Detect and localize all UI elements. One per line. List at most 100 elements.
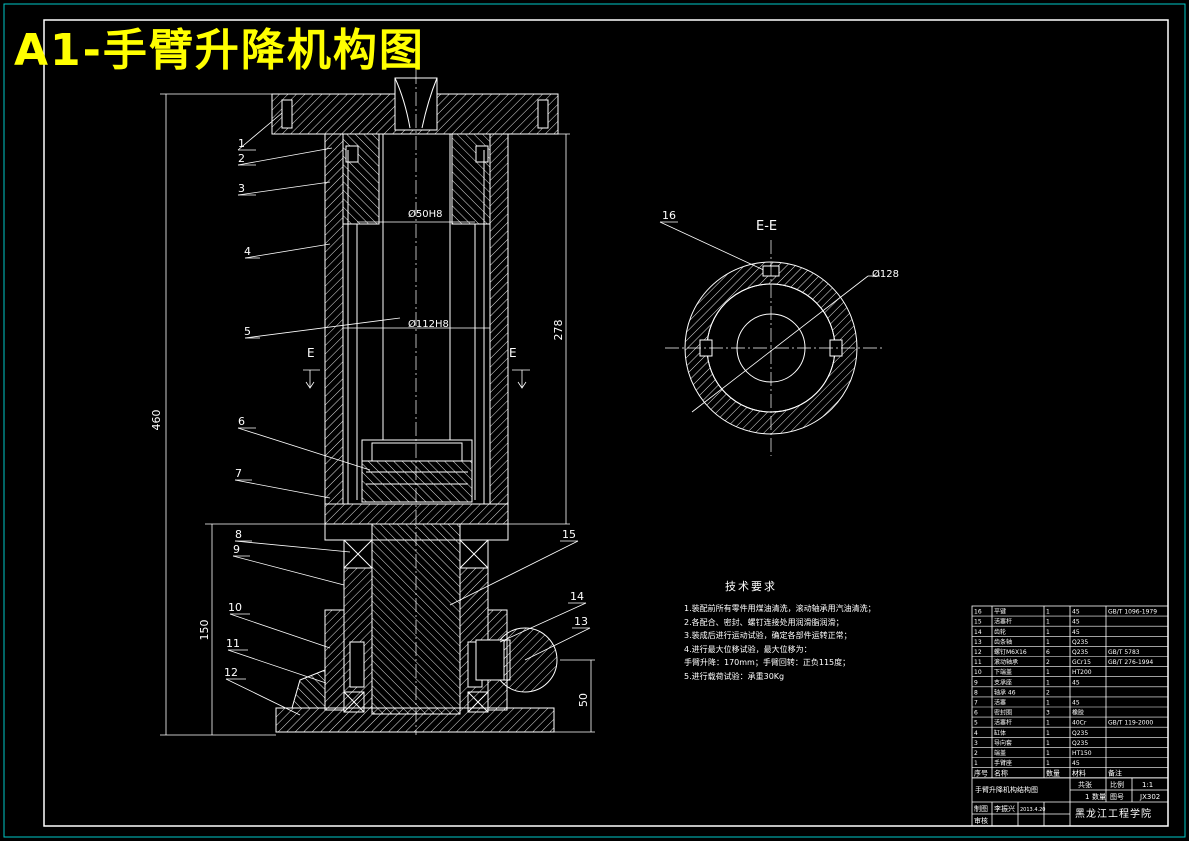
section-label: E-E (756, 219, 777, 234)
callout-10: 10 (228, 601, 242, 614)
parts-cell: 支承座 (994, 678, 1012, 686)
parts-cell: 平键 (994, 608, 1006, 616)
parts-cell: 1 (1046, 740, 1050, 747)
parts-cell: 2 (1046, 659, 1050, 666)
inner-border (43, 19, 1169, 827)
parts-cell: 12 (974, 649, 982, 656)
drawer-name: 李振兴 (994, 804, 1015, 813)
main-view-dimensions (160, 93, 595, 736)
parts-cell: 1 (1046, 700, 1050, 707)
parts-cell: 45 (1072, 700, 1080, 707)
parts-cell: 8 (974, 689, 978, 696)
number-value: JX302 (1139, 793, 1160, 801)
callout-11: 11 (226, 637, 240, 650)
parts-cell: 1 (1046, 669, 1050, 676)
section-view-texts: E-E Ø128 (756, 219, 899, 280)
callout-2: 2 (238, 152, 245, 165)
parts-cell: Q235 (1072, 740, 1088, 747)
callout-5: 5 (244, 325, 251, 338)
part-callouts: 1 2 3 4 5 6 7 8 9 10 11 12 13 14 15 16 (224, 112, 769, 716)
section-view-ee (665, 240, 885, 456)
drawing-name: 手臂升降机构结构图 (975, 785, 1038, 794)
dim-460: 460 (150, 410, 163, 431)
parts-cell: 7 (974, 700, 978, 707)
parts-cell: HT150 (1072, 750, 1092, 757)
parts-cell: 下端盖 (994, 668, 1012, 676)
sheet-count: 1 (1085, 793, 1089, 801)
dim-150: 150 (198, 620, 211, 641)
parts-cell: 1 (974, 760, 978, 767)
parts-cell: 45 (1072, 760, 1080, 767)
parts-cell: 滚动轴承 (994, 658, 1018, 666)
callout-13: 13 (574, 615, 588, 628)
main-assembly-view (271, 70, 559, 735)
parts-cell: 1 (1046, 750, 1050, 757)
parts-cell: 橡胶 (1072, 709, 1084, 717)
section-mark-left: E (307, 346, 315, 360)
parts-cell: 1 (1046, 609, 1050, 616)
callout-3: 3 (238, 182, 245, 195)
parts-cell: 活塞杆 (994, 719, 1012, 727)
checked-label: 审核 (974, 816, 988, 825)
parts-cell: 活塞杆 (994, 618, 1012, 626)
parts-cell: 15 (974, 619, 982, 626)
callout-15: 15 (562, 528, 576, 541)
callout-8: 8 (235, 528, 242, 541)
drawn-label: 制图 (974, 804, 988, 813)
parts-cell: 3 (1046, 710, 1050, 717)
parts-cell: 导向套 (994, 739, 1012, 747)
parts-cell: 6 (974, 710, 978, 717)
dim-d112: Ø112H8 (408, 318, 449, 330)
tech-requirements-heading: 技术要求 (725, 580, 777, 593)
parts-cell: 2 (1046, 689, 1050, 696)
parts-cell: 40Cr (1072, 720, 1087, 727)
parts-cell: 11 (974, 659, 982, 666)
parts-cell: 45 (1072, 609, 1080, 616)
parts-header-cell: 序号 (974, 769, 988, 778)
callout-6: 6 (238, 415, 245, 428)
school-name: 黑龙江工程学院 (1075, 809, 1152, 820)
page-title: A1-手臂升降机构图 (14, 25, 425, 76)
tech-item: 2.各配合、密封、螺钉连接处用润滑脂润滑； (684, 617, 844, 627)
parts-cell: 6 (1046, 649, 1050, 656)
callout-16: 16 (662, 209, 676, 222)
parts-cell: 活塞 (994, 699, 1006, 707)
parts-cell: 缸体 (994, 729, 1006, 737)
parts-cell: 手臂座 (994, 759, 1012, 767)
number-label: 图号 (1110, 793, 1124, 801)
outer-border (3, 3, 1186, 838)
parts-cell: 45 (1072, 629, 1080, 636)
parts-cell: 1 (1046, 679, 1050, 686)
qty-label: 数量 (1092, 792, 1106, 801)
dim-50: 50 (577, 693, 590, 707)
parts-cell: 13 (974, 639, 982, 646)
dim-278: 278 (552, 320, 565, 341)
parts-cell: 1 (1046, 619, 1050, 626)
parts-cell: 1 (1046, 720, 1050, 727)
section-mark-right: E (509, 346, 517, 360)
parts-cell: GB/T 5783 (1108, 649, 1140, 656)
parts-cell: 14 (974, 629, 982, 636)
parts-cell: 1 (1046, 629, 1050, 636)
tech-item: 3.装成后进行运动试验，确定各部件运转正常； (684, 631, 852, 640)
parts-cell: 齿轮 (994, 628, 1006, 636)
parts-header-cell: 名称 (994, 769, 1008, 778)
parts-header-cell: 备注 (1108, 769, 1122, 778)
parts-cell: 轴承 46 (994, 688, 1016, 696)
parts-cell: GB/T 119-2000 (1108, 720, 1153, 727)
parts-cell: Q235 (1072, 649, 1088, 656)
tech-item: 5.进行载荷试验：承重30Kg (684, 671, 785, 681)
tech-item: 4.进行最大位移试验，最大位移为： (684, 644, 812, 654)
parts-cell: GB/T 1096-1979 (1108, 609, 1157, 616)
parts-cell: 9 (974, 679, 978, 686)
parts-cell: 螺钉M6X16 (994, 648, 1027, 656)
parts-header-cell: 材料 (1072, 769, 1086, 778)
scale-value: 1:1 (1142, 781, 1153, 789)
parts-cell: 密封圈 (994, 709, 1012, 717)
parts-cell: 5 (974, 720, 978, 727)
drawing-date: 2013.4.20 (1020, 807, 1045, 813)
parts-cell: 端盖 (994, 749, 1006, 757)
parts-cell: 45 (1072, 679, 1080, 686)
